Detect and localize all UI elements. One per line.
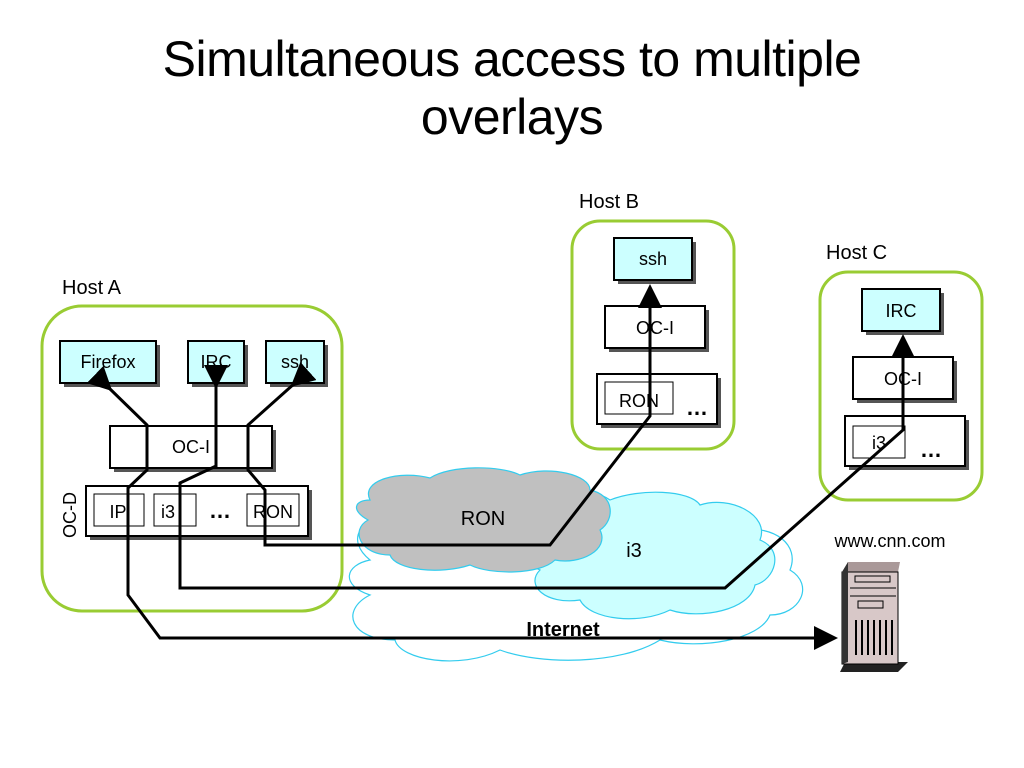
path-ip-internet (86, 365, 838, 650)
ocd-ron: RON (619, 391, 659, 411)
oc-i-label: OC-I (636, 318, 674, 338)
oc-i-host-b: OC-I (604, 305, 709, 352)
app-firefox[interactable]: Firefox (59, 340, 160, 387)
app-ssh-label: ssh (639, 249, 667, 269)
host-b: Host B ssh OC-I RON … (570, 191, 736, 451)
oc-d-host-c: i3 … (844, 415, 969, 470)
host-c-label: Host C (826, 242, 887, 264)
ocd-ron: RON (253, 502, 293, 522)
app-irc-label: IRC (886, 301, 917, 321)
app-ssh-label: ssh (281, 352, 309, 372)
server-tower-icon (840, 562, 908, 672)
ocd-ellipsis: … (686, 395, 708, 420)
app-ssh[interactable]: ssh (265, 340, 328, 387)
app-firefox-label: Firefox (80, 352, 135, 372)
app-irc-label: IRC (201, 352, 232, 372)
cloud-i3-label: i3 (626, 540, 642, 562)
oc-d-host-b: RON … (596, 373, 721, 428)
oc-i-host-c: OC-I (852, 356, 957, 403)
host-b-label: Host B (579, 191, 639, 213)
cloud-ron-label: RON (461, 508, 505, 530)
connection-lines (86, 284, 915, 650)
ocd-i3: i3 (161, 502, 175, 522)
slide-title: Simultaneous access to multiple overlays (0, 30, 1024, 146)
ocd-ellipsis: … (920, 437, 942, 462)
oc-i-host-a: OC-I (109, 425, 276, 472)
ocd-ellipsis: … (209, 498, 231, 523)
host-a-label: Host A (62, 277, 122, 299)
title-line-1: Simultaneous access to multiple (162, 31, 862, 87)
oc-d-host-a: IP i3 … RON (85, 485, 312, 540)
title-line-2: overlays (420, 89, 604, 145)
app-ssh-host-b[interactable]: ssh (613, 237, 696, 284)
path-i3 (178, 334, 915, 590)
app-irc-host-c[interactable]: IRC (861, 288, 944, 335)
path-ron (246, 284, 662, 547)
ocd-ip: IP (109, 502, 126, 522)
host-c: Host C IRC OC-I i3 … (818, 242, 984, 502)
app-irc[interactable]: IRC (187, 340, 248, 387)
oc-i-label: OC-I (172, 437, 210, 457)
host-a: Host A Firefox IRC ssh OC-I OC-D IP (40, 277, 344, 613)
oc-d-label: OC-D (60, 492, 80, 538)
server-label: www.cnn.com (833, 531, 945, 551)
